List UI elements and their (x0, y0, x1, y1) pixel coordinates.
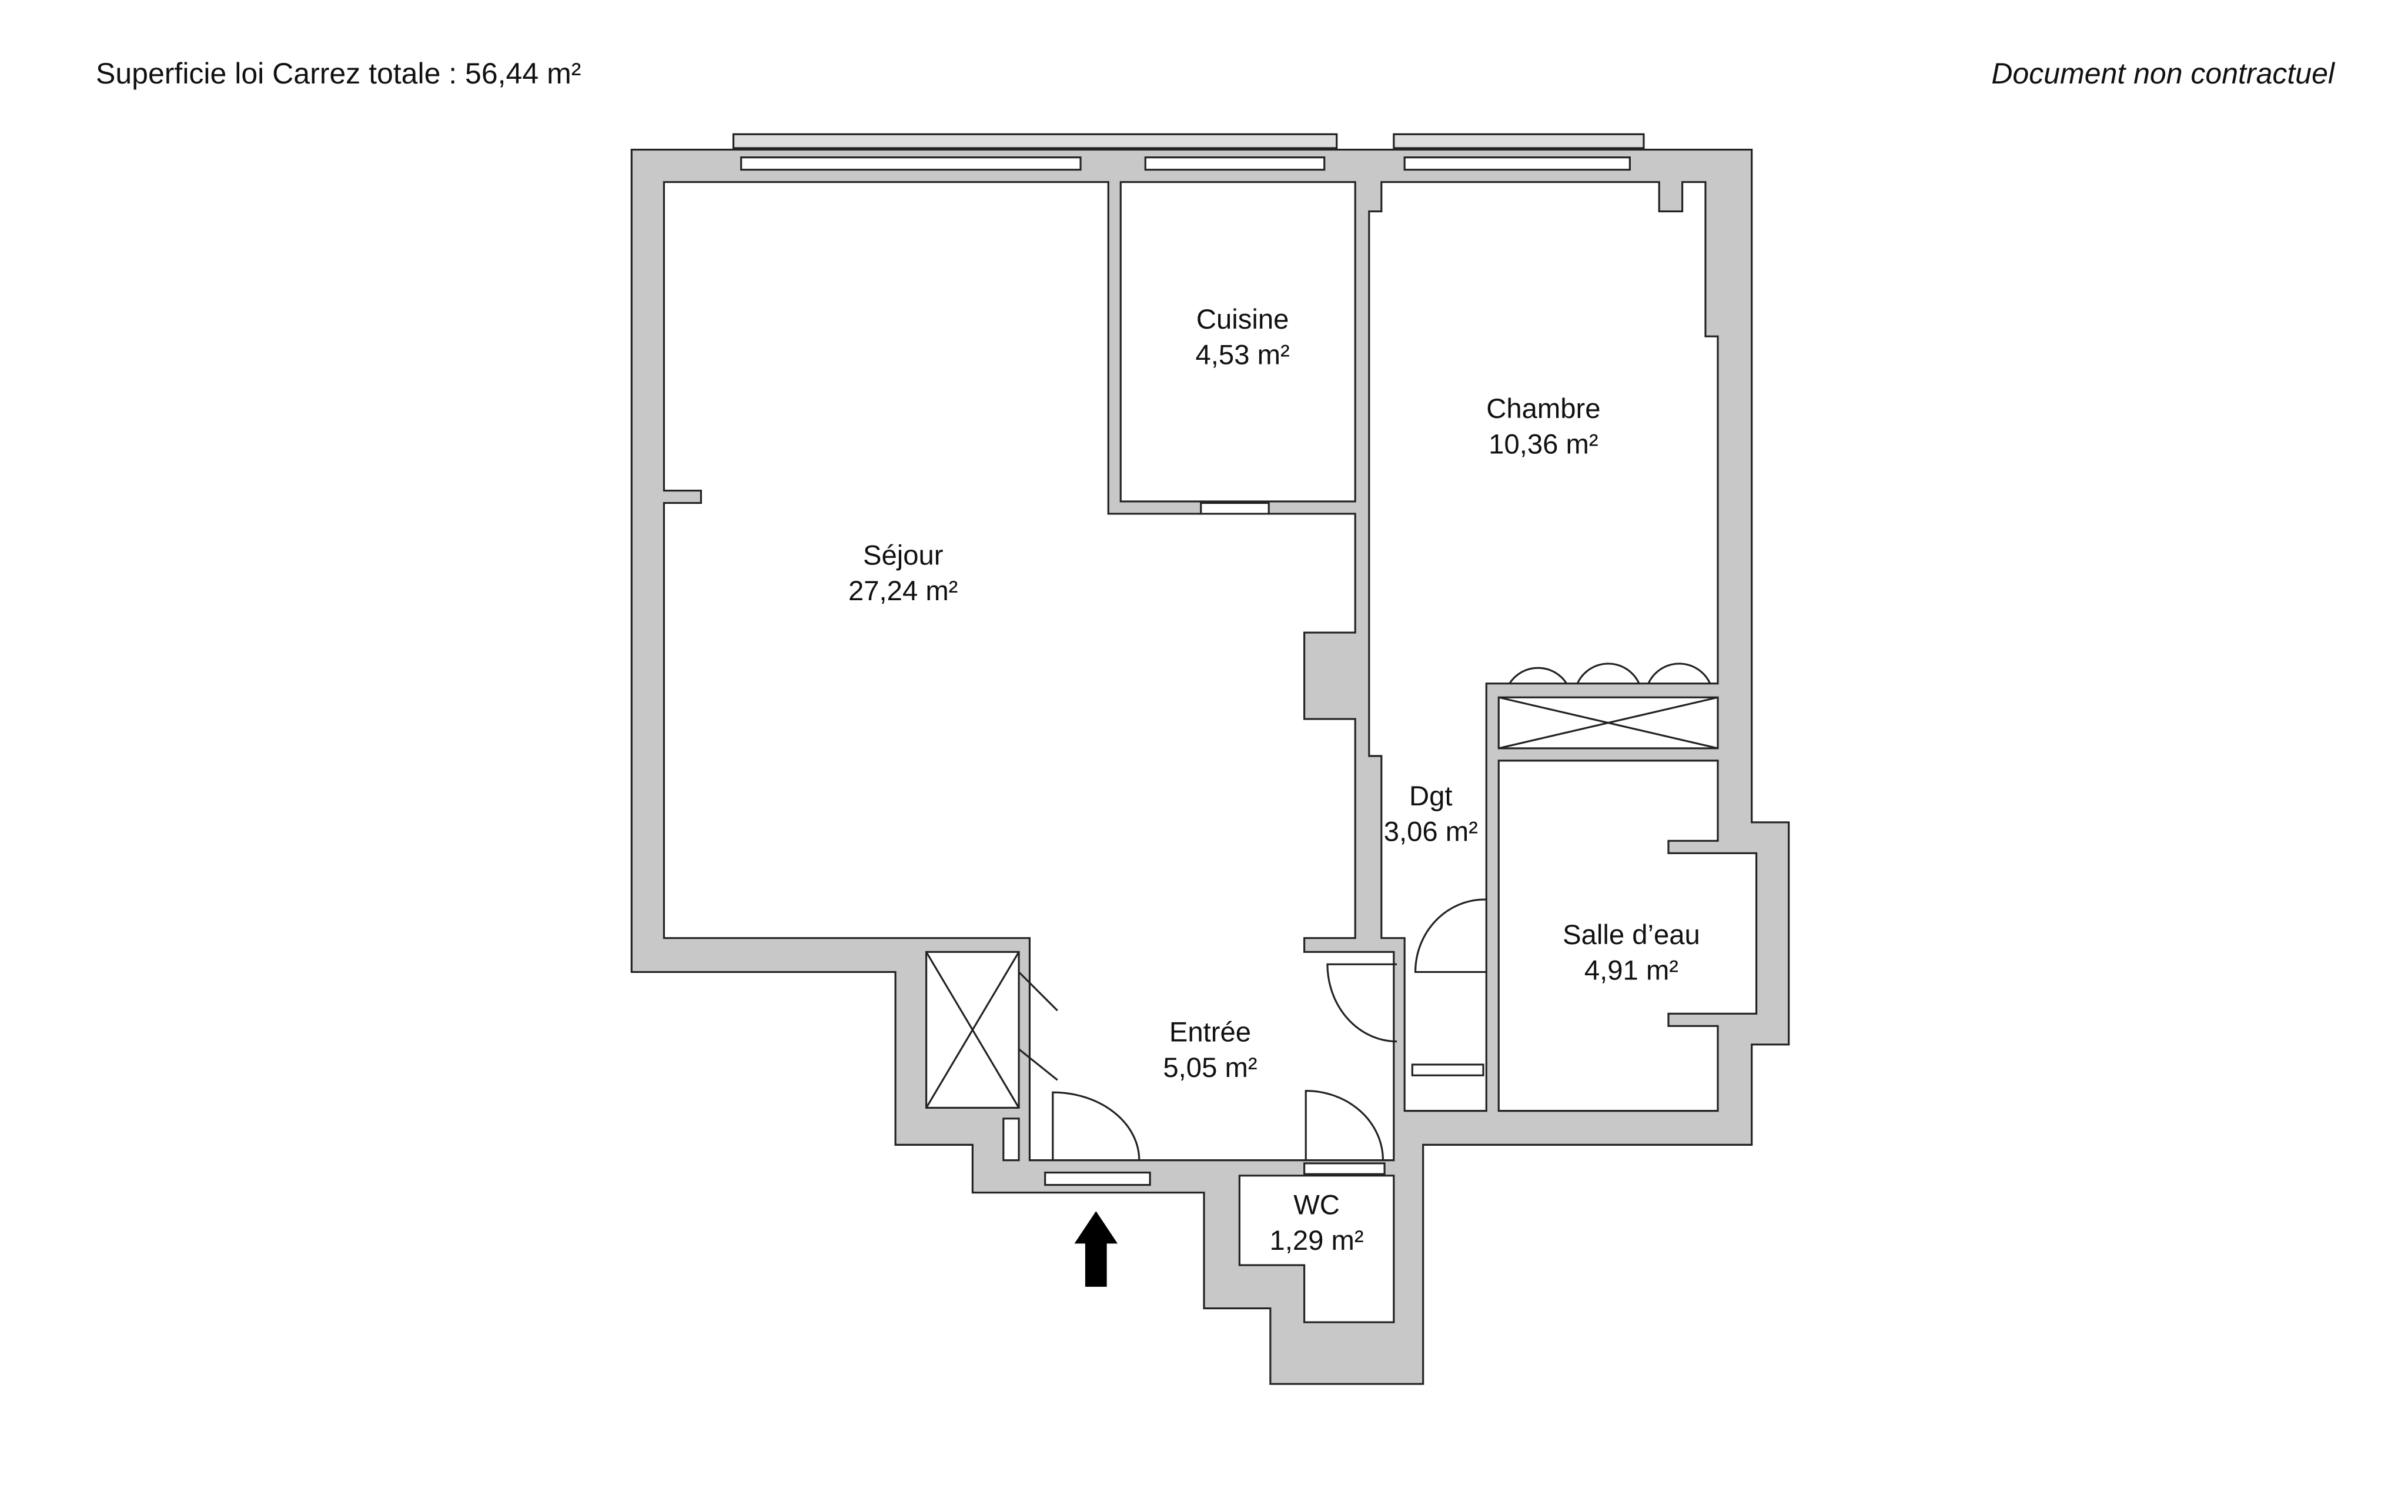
room-label: Chambre (1486, 393, 1600, 424)
room-salle-deau (1497, 760, 1758, 1112)
door-swings (1018, 663, 1711, 1160)
windows (740, 156, 1631, 1186)
room-area: 1,29 m² (1270, 1225, 1364, 1256)
room-area: 3,06 m² (1384, 816, 1478, 847)
closet (925, 696, 1719, 1162)
room-label: Dgt (1409, 781, 1453, 812)
window-rail (1393, 133, 1645, 149)
room-wc (1238, 1175, 1395, 1323)
room-chambre-dgt (1368, 181, 1719, 1112)
room-label: Cuisine (1196, 304, 1289, 335)
room-label: WC (1293, 1189, 1340, 1220)
disclaimer-label: Document non contractuel (1991, 57, 2335, 90)
room-area: 10,36 m² (1489, 429, 1598, 460)
room-area: 27,24 m² (848, 576, 958, 607)
room-area: 5,05 m² (1163, 1052, 1257, 1083)
room-label: Séjour (863, 540, 944, 571)
entrance-arrow-icon (1074, 1211, 1118, 1287)
room-cuisine (1119, 181, 1356, 503)
window-rail (732, 133, 1338, 149)
room-area: 4,91 m² (1584, 955, 1678, 986)
room-label: Salle d’eau (1563, 919, 1700, 951)
room-label: Entrée (1169, 1017, 1251, 1048)
room-area: 4,53 m² (1196, 339, 1290, 370)
room-sejour-entree (663, 181, 1395, 1162)
total-area-label: Superficie loi Carrez totale : 56,44 m² (96, 57, 581, 90)
